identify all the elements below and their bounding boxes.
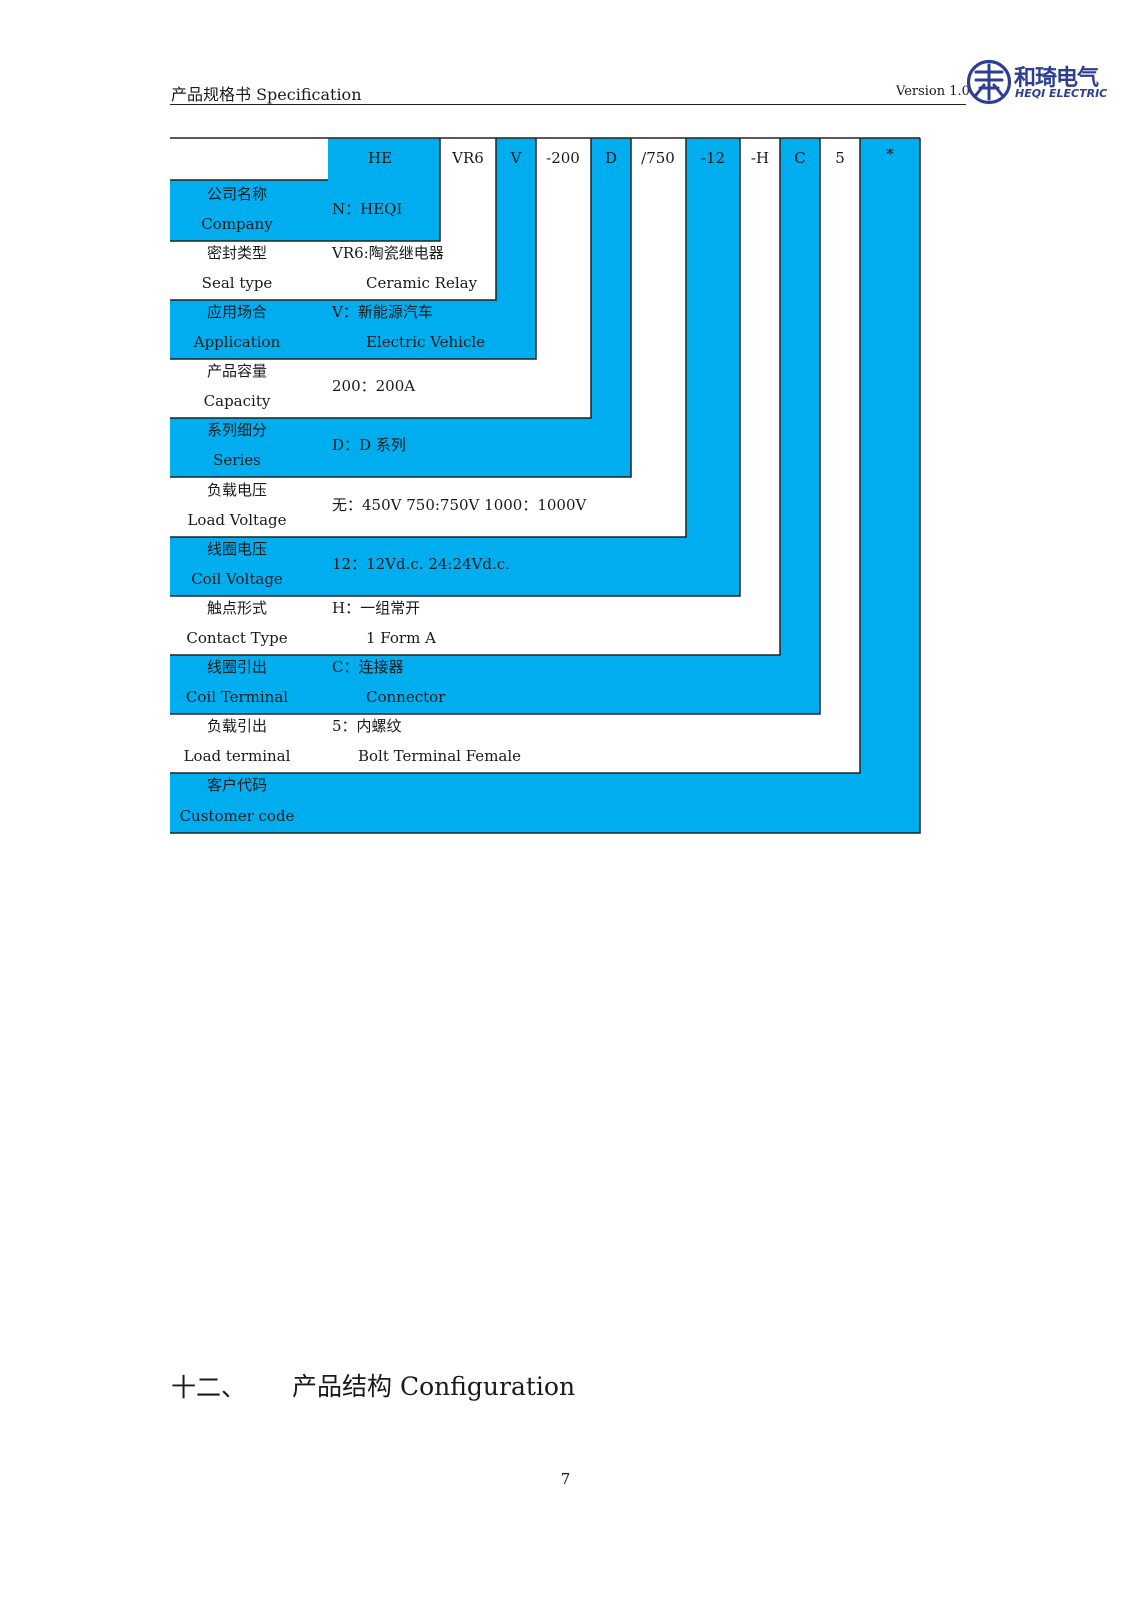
row-value: N：HEQI — [332, 200, 402, 218]
row-label-cn: 线圈电压 — [207, 540, 267, 558]
column-he-block — [328, 138, 440, 180]
row-series-band — [170, 418, 631, 477]
page-number: 7 — [560, 1470, 571, 1488]
row-label-en: Coil Terminal — [186, 688, 288, 706]
row-value-en: Ceramic Relay — [366, 274, 478, 292]
row-coil-voltage-band — [170, 537, 740, 596]
row-label-en: Seal type — [202, 274, 273, 292]
heqi-logo-emblem-icon — [966, 59, 1012, 105]
row-label-en: Series — [213, 451, 261, 469]
code-part-200: -200 — [546, 149, 580, 167]
row-label-en: Load terminal — [184, 747, 291, 765]
row-label-cn: 应用场合 — [207, 303, 267, 321]
row-labels: 公司名称 Company N：HEQI 密封类型 Seal type VR6:陶… — [180, 185, 588, 825]
row-value-en: Bolt Terminal Female — [358, 747, 521, 765]
row-value-en: 1 Form A — [366, 629, 436, 647]
column-12 — [686, 138, 740, 596]
document-title: 产品规格书 Specification — [171, 85, 362, 104]
section-title: 产品结构 Configuration — [292, 1372, 576, 1401]
row-label-cn: 系列细分 — [207, 421, 267, 439]
code-part-vr6: VR6 — [451, 149, 484, 167]
brand-name-cn: 和琦电气 — [1014, 66, 1099, 91]
row-label-en: Load Voltage — [187, 511, 286, 529]
row-value: 无：450V 750:750V 1000：1000V — [332, 496, 587, 514]
row-company-band — [170, 180, 440, 241]
code-part-star: * — [886, 145, 894, 163]
code-labels: HE VR6 V -200 D /750 -12 -H C 5 * — [368, 145, 894, 167]
version-label: Version 1.0 — [896, 84, 970, 99]
row-value: VR6:陶瓷继电器 — [331, 244, 444, 262]
row-label-cn: 产品容量 — [207, 362, 267, 380]
row-application-band — [170, 300, 536, 359]
row-label-en: Application — [193, 333, 281, 351]
row-label-cn: 负载电压 — [207, 481, 267, 499]
code-part-v: V — [510, 149, 523, 167]
code-part-750: /750 — [641, 149, 675, 167]
row-label-en: Customer code — [180, 807, 295, 825]
code-part-he: HE — [368, 149, 392, 167]
code-part-h: -H — [751, 149, 769, 167]
row-value: V：新能源汽车 — [331, 303, 433, 321]
row-label-cn: 密封类型 — [207, 244, 267, 262]
code-part-5: 5 — [835, 149, 845, 167]
row-value: 5：内螺纹 — [332, 717, 402, 735]
row-value-en: Connector — [366, 688, 446, 706]
row-label-en: Contact Type — [186, 629, 287, 647]
code-part-12: -12 — [701, 149, 725, 167]
header-rule — [170, 104, 966, 105]
row-label-cn: 公司名称 — [207, 185, 267, 203]
blue-rows — [170, 180, 920, 833]
row-value: C：连接器 — [332, 658, 403, 676]
row-label-cn: 线圈引出 — [207, 658, 267, 676]
row-customer-code-band — [170, 773, 920, 833]
part-number-diagram: HE VR6 V -200 D /750 -12 -H C 5 * 公司名称 C… — [170, 137, 921, 834]
column-c — [780, 138, 820, 714]
row-value: H：一组常开 — [332, 599, 420, 617]
row-label-en: Capacity — [204, 392, 271, 410]
row-value: 12：12Vd.c. 24:24Vd.c. — [332, 555, 510, 573]
row-value-en: Electric Vehicle — [366, 333, 485, 351]
row-label-cn: 客户代码 — [207, 776, 267, 794]
row-label-en: Company — [201, 215, 273, 233]
row-value: D：D 系列 — [332, 436, 406, 454]
code-part-d: D — [605, 149, 617, 167]
diagram-lines — [170, 137, 921, 834]
code-part-c: C — [794, 149, 805, 167]
brand-name-en: HEQI ELECTRIC — [1015, 87, 1108, 100]
row-coil-terminal-band — [170, 655, 820, 714]
section-number: 十二、 — [171, 1373, 247, 1402]
blue-columns — [328, 138, 920, 833]
row-label-cn: 负载引出 — [207, 717, 267, 735]
column-star — [860, 138, 920, 833]
row-label-en: Coil Voltage — [191, 570, 283, 588]
row-value: 200：200A — [332, 377, 415, 395]
row-label-cn: 触点形式 — [207, 599, 267, 617]
